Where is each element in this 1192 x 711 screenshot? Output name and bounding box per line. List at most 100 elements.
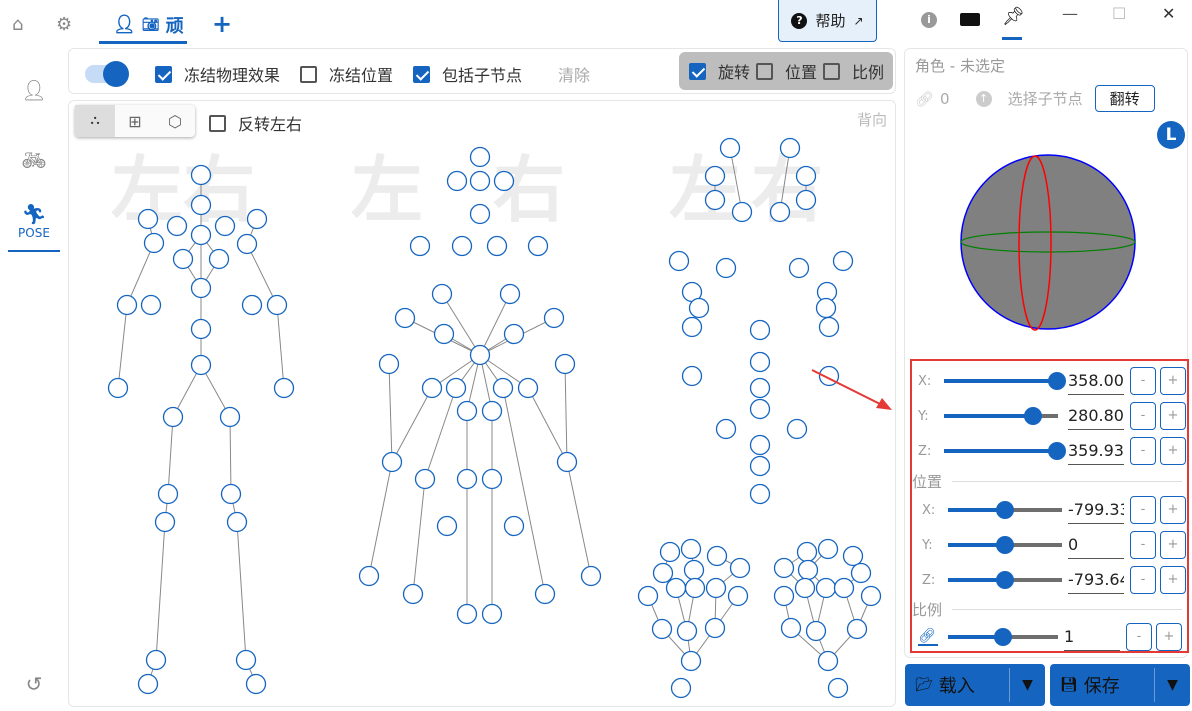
face-joint[interactable]: [749, 398, 771, 420]
select-children-button[interactable]: 选择子节点: [1007, 90, 1083, 108]
body-front-joint[interactable]: [266, 294, 288, 316]
body-back-joint[interactable]: [469, 146, 491, 168]
position-y-input[interactable]: 0: [1068, 531, 1124, 559]
right-hand-joint[interactable]: [780, 617, 802, 639]
body-back-joint[interactable]: [486, 235, 508, 257]
scale-checkbox[interactable]: [823, 62, 841, 80]
left-hand-joint[interactable]: [676, 620, 698, 642]
right-hand-joint[interactable]: [805, 620, 827, 642]
body-back-joint[interactable]: [451, 235, 473, 257]
body-back-joint[interactable]: [409, 235, 431, 257]
body-front-joint[interactable]: [241, 294, 263, 316]
position-checkbox[interactable]: [756, 62, 774, 80]
increment-button[interactable]: +: [1160, 367, 1186, 395]
body-front-joint[interactable]: [214, 215, 236, 237]
face-joint[interactable]: [681, 316, 703, 338]
body-front-joint[interactable]: [190, 164, 212, 186]
save-dropdown-chevron-icon[interactable]: ▼: [1154, 668, 1190, 702]
body-front-joint[interactable]: [273, 377, 295, 399]
increment-button[interactable]: +: [1160, 437, 1186, 465]
increment-button[interactable]: +: [1160, 402, 1186, 430]
face-joint[interactable]: [769, 201, 791, 223]
minimize-button[interactable]: —: [1062, 4, 1078, 23]
position-z-slider[interactable]: [948, 571, 1062, 589]
face-joint[interactable]: [704, 165, 726, 187]
body-front-joint[interactable]: [145, 649, 167, 671]
face-joint[interactable]: [786, 418, 808, 440]
left-hand-joint[interactable]: [727, 585, 749, 607]
right-hand-joint[interactable]: [846, 618, 868, 640]
body-back-joint[interactable]: [456, 603, 478, 625]
scale-slider[interactable]: [948, 628, 1058, 646]
left-hand-joint[interactable]: [659, 541, 681, 563]
rotation-z-input[interactable]: 359.93: [1068, 437, 1124, 465]
body-back-joint[interactable]: [503, 323, 525, 345]
body-front-joint[interactable]: [116, 294, 138, 316]
info-icon[interactable]: i: [921, 12, 937, 28]
face-joint[interactable]: [688, 297, 710, 319]
rotation-x-input[interactable]: 358.001: [1068, 367, 1124, 395]
body-back-joint[interactable]: [503, 515, 525, 537]
body-back-joint[interactable]: [381, 451, 403, 473]
keyboard-icon[interactable]: [960, 13, 980, 26]
body-back-joint[interactable]: [556, 451, 578, 473]
slider-knob[interactable]: [1023, 407, 1042, 425]
rotate-checkbox[interactable]: [689, 62, 706, 80]
left-hand-joint[interactable]: [652, 562, 674, 584]
body-back-joint[interactable]: [358, 565, 380, 587]
body-front-joint[interactable]: [162, 406, 184, 428]
flip-lr-checkbox[interactable]: [209, 114, 226, 132]
left-hand-joint[interactable]: [704, 617, 726, 639]
body-back-joint[interactable]: [446, 170, 468, 192]
arrow-up-icon[interactable]: ↑: [975, 90, 992, 107]
body-back-joint[interactable]: [481, 468, 503, 490]
body-front-joint[interactable]: [172, 248, 194, 270]
body-back-joint[interactable]: [445, 377, 467, 399]
face-joint[interactable]: [749, 434, 771, 456]
body-front-joint[interactable]: [157, 483, 179, 505]
flip-button[interactable]: 翻转: [1094, 85, 1155, 112]
face-joint[interactable]: [749, 483, 771, 505]
body-front-joint[interactable]: [190, 224, 212, 246]
link-scale-icon[interactable]: 🔗︎: [918, 628, 938, 646]
add-tab-button[interactable]: +: [212, 10, 233, 38]
sidebar-item-character-edit[interactable]: 👤︎: [8, 78, 60, 102]
body-back-joint[interactable]: [456, 468, 478, 490]
body-back-joint[interactable]: [499, 283, 521, 305]
face-joint[interactable]: [795, 189, 817, 211]
face-joint[interactable]: [668, 250, 690, 272]
freeze-physics-checkbox[interactable]: [155, 65, 172, 83]
rotation-y-input[interactable]: 280.809: [1068, 402, 1124, 430]
right-hand-joint[interactable]: [817, 650, 839, 672]
right-hand-joint[interactable]: [842, 545, 864, 567]
body-back-joint[interactable]: [493, 170, 515, 192]
decrement-button[interactable]: -: [1130, 531, 1156, 559]
body-back-joint[interactable]: [469, 344, 491, 366]
decrement-button[interactable]: -: [1130, 367, 1156, 395]
body-front-joint[interactable]: [235, 649, 257, 671]
increment-button[interactable]: +: [1156, 623, 1182, 651]
left-hand-joint[interactable]: [637, 585, 659, 607]
slider-knob[interactable]: [1047, 442, 1066, 460]
body-front-joint[interactable]: [220, 483, 242, 505]
left-hand-joint[interactable]: [684, 577, 706, 599]
left-hand-joint[interactable]: [680, 538, 702, 560]
body-back-joint[interactable]: [421, 377, 443, 399]
back-view-label[interactable]: 背向: [856, 111, 887, 129]
face-joint[interactable]: [749, 351, 771, 373]
scale-input[interactable]: 1: [1064, 623, 1120, 651]
body-front-joint[interactable]: [140, 294, 162, 316]
slider-knob[interactable]: [996, 501, 1014, 519]
body-back-joint[interactable]: [402, 583, 424, 605]
left-hand-joint[interactable]: [729, 557, 751, 579]
right-hand-joint[interactable]: [850, 562, 872, 584]
body-front-joint[interactable]: [154, 511, 176, 533]
right-hand-joint[interactable]: [773, 557, 795, 579]
body-front-joint[interactable]: [190, 194, 212, 216]
face-joint[interactable]: [749, 377, 771, 399]
physics-toggle[interactable]: [85, 61, 129, 87]
gear-icon[interactable]: ⚙: [56, 14, 73, 35]
body-back-joint[interactable]: [580, 565, 602, 587]
body-back-joint[interactable]: [431, 283, 453, 305]
body-front-joint[interactable]: [190, 318, 212, 340]
